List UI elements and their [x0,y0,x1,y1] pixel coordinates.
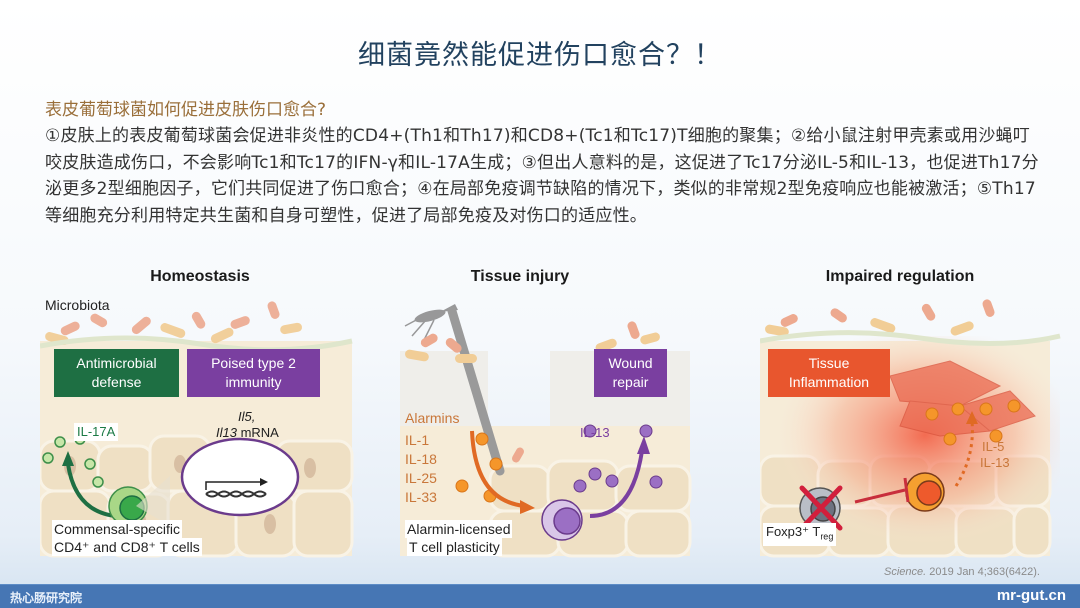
alarmin-il1: IL-1 [405,432,430,448]
il13-label: IL-13 [980,455,1010,470]
panel-tissue-injury: Tissue injury Wound repa [400,268,720,558]
alarmin-il25: IL-25 [405,470,437,486]
alarmins-label: Alarmins [405,410,460,426]
il5-label: IL-5 [982,439,1005,454]
footer-brand: 热心肠研究院 [10,591,83,605]
treg-sub: reg [820,531,834,542]
slide-paragraph: ①皮肤上的表皮葡萄球菌会促进非炎性的CD4+(Th1和Th17)和CD8+(Tc… [45,126,1039,226]
caption-line1: Commensal-specific [52,520,183,538]
wound-illustration [400,304,692,558]
il17a-label: IL-17A [74,423,119,441]
il13-label: IL-13 [580,425,610,440]
footer-website: mr-gut.cn [996,587,1066,604]
mrna-label: Il13 mRNA [216,424,279,442]
treg-main: Foxp3⁺ T [766,524,821,539]
il5-label: Il5, [238,409,256,424]
panel-title: Impaired regulation [825,268,975,285]
box-label: Tissue Inflammation [788,355,870,390]
slide-subtitle: 表皮葡萄球菌如何促进皮肤伤口愈合? [45,100,327,120]
alarmin-il18: IL-18 [405,451,437,467]
caption-line2: CD4⁺ and CD8⁺ T cells [52,538,202,556]
panel-title: Tissue injury [470,268,570,285]
treg-caption: Foxp3⁺ Treg [763,523,837,546]
panel-impaired-regulation: Impaired regulation [760,268,1080,558]
footer-bar: 热心肠研究院 mr-gut.cn [0,584,1080,608]
panel-title: Homeostasis [150,268,250,285]
inflammation-illustration [760,299,1061,558]
tissue-inflammation-box: Tissue Inflammation [768,349,890,397]
box-label: Wound repair [608,355,653,390]
box-label: Poised type 2 immunity [211,355,296,390]
citation-journal: Science. [884,566,927,578]
poised-type2-immunity-box: Poised type 2 immunity [187,349,320,397]
caption-line2: T cell plasticity [407,538,502,556]
mrna-text: mRNA [236,425,279,440]
microbiota-label: Microbiota [45,297,110,313]
antimicrobial-defense-box: Antimicrobial defense [54,349,179,397]
citation: Science. 2019 Jan 4;363(6422). [884,566,1040,578]
slide-title: 细菌竟然能促进伤口愈合？！ [358,40,722,71]
box-label: Antimicrobial defense [76,355,157,390]
caption-line1: Alarmin-licensed [405,520,513,538]
wound-repair-box: Wound repair [594,349,667,397]
citation-details: 2019 Jan 4;363(6422). [926,566,1040,578]
alarmin-il33: IL-33 [405,489,437,505]
il13-italic: Il13 [216,425,237,440]
panel-homeostasis: Homeostasis [40,268,360,558]
